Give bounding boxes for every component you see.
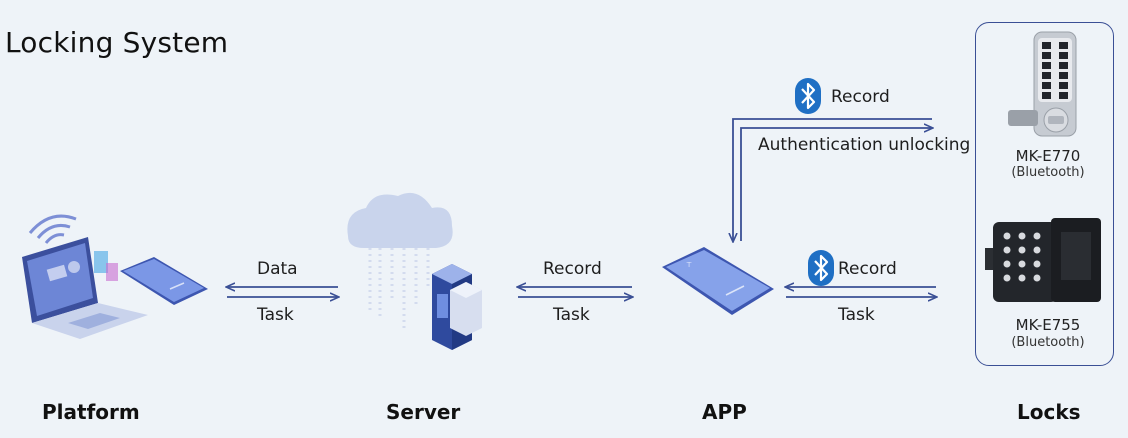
lock-model-name: MK-E770 xyxy=(1015,147,1081,165)
label-task-platform: Task xyxy=(257,305,294,325)
lock-model-note: (Bluetooth) xyxy=(1011,335,1085,350)
node-label-platform: Platform xyxy=(42,400,140,424)
label-task-server: Task xyxy=(553,305,590,325)
cloud-server-icon xyxy=(347,192,482,350)
lock-model-name: MK-E755 xyxy=(1015,316,1081,334)
locks-panel xyxy=(975,22,1114,366)
diagram-title: Locking System xyxy=(5,26,229,59)
label-record-server: Record xyxy=(543,259,602,279)
label-authentication-unlocking: Authentication unlocking xyxy=(758,135,971,155)
laptop-icon xyxy=(22,214,148,339)
node-label-locks: Locks xyxy=(1017,400,1081,424)
arrow-lock-record-to-app xyxy=(733,118,932,241)
keypad-lock-icon xyxy=(985,218,1101,302)
phone-icon: ⊤ xyxy=(662,247,774,315)
arrow-app-auth-to-lock xyxy=(740,128,932,241)
phone-icon xyxy=(120,257,208,305)
lock-model-note: (Bluetooth) xyxy=(1011,165,1085,180)
node-label-app: APP xyxy=(702,400,747,424)
bluetooth-icon xyxy=(795,78,821,114)
svg-text:⊤: ⊤ xyxy=(686,261,692,269)
label-task-lock: Task xyxy=(838,305,875,325)
node-label-server: Server xyxy=(386,400,461,424)
label-record-feedback: Record xyxy=(831,87,890,107)
label-record-lock: Record xyxy=(838,259,897,279)
label-data: Data xyxy=(257,259,298,279)
keypad-lock-icon xyxy=(1008,31,1077,137)
bluetooth-icon xyxy=(808,250,834,286)
